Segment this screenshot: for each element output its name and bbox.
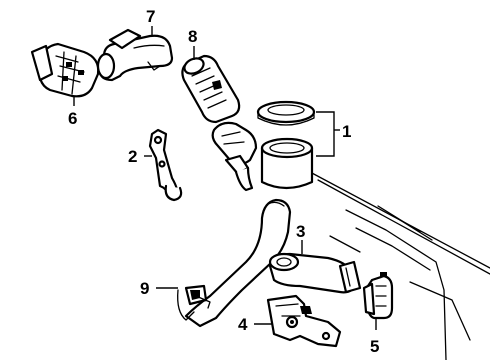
callout-numbers: 1 2 3 4 5 6 7 8 9 <box>68 7 379 356</box>
callout-4: 4 <box>238 315 248 334</box>
callout-7: 7 <box>146 7 155 26</box>
callout-1: 1 <box>342 122 351 141</box>
callout-2: 2 <box>128 147 137 166</box>
callout-6: 6 <box>68 109 77 128</box>
fender-panel <box>309 171 490 360</box>
callout-3: 3 <box>296 222 305 241</box>
callout-5: 5 <box>370 337 379 356</box>
callout-9: 9 <box>140 279 149 298</box>
part-7-inlet-tube <box>96 28 174 82</box>
part-6-intake-duct <box>30 42 100 98</box>
part-9-hose <box>177 198 292 328</box>
part-5-connector <box>362 272 394 320</box>
part-2-bracket <box>148 128 183 202</box>
leader-lines <box>73 26 377 330</box>
part-3-intake-duct <box>268 252 362 294</box>
part-4-mount <box>266 294 342 348</box>
callout-8: 8 <box>188 27 197 46</box>
part-8-bellows-hose <box>181 54 241 124</box>
part-1-air-cleaner <box>211 100 316 192</box>
